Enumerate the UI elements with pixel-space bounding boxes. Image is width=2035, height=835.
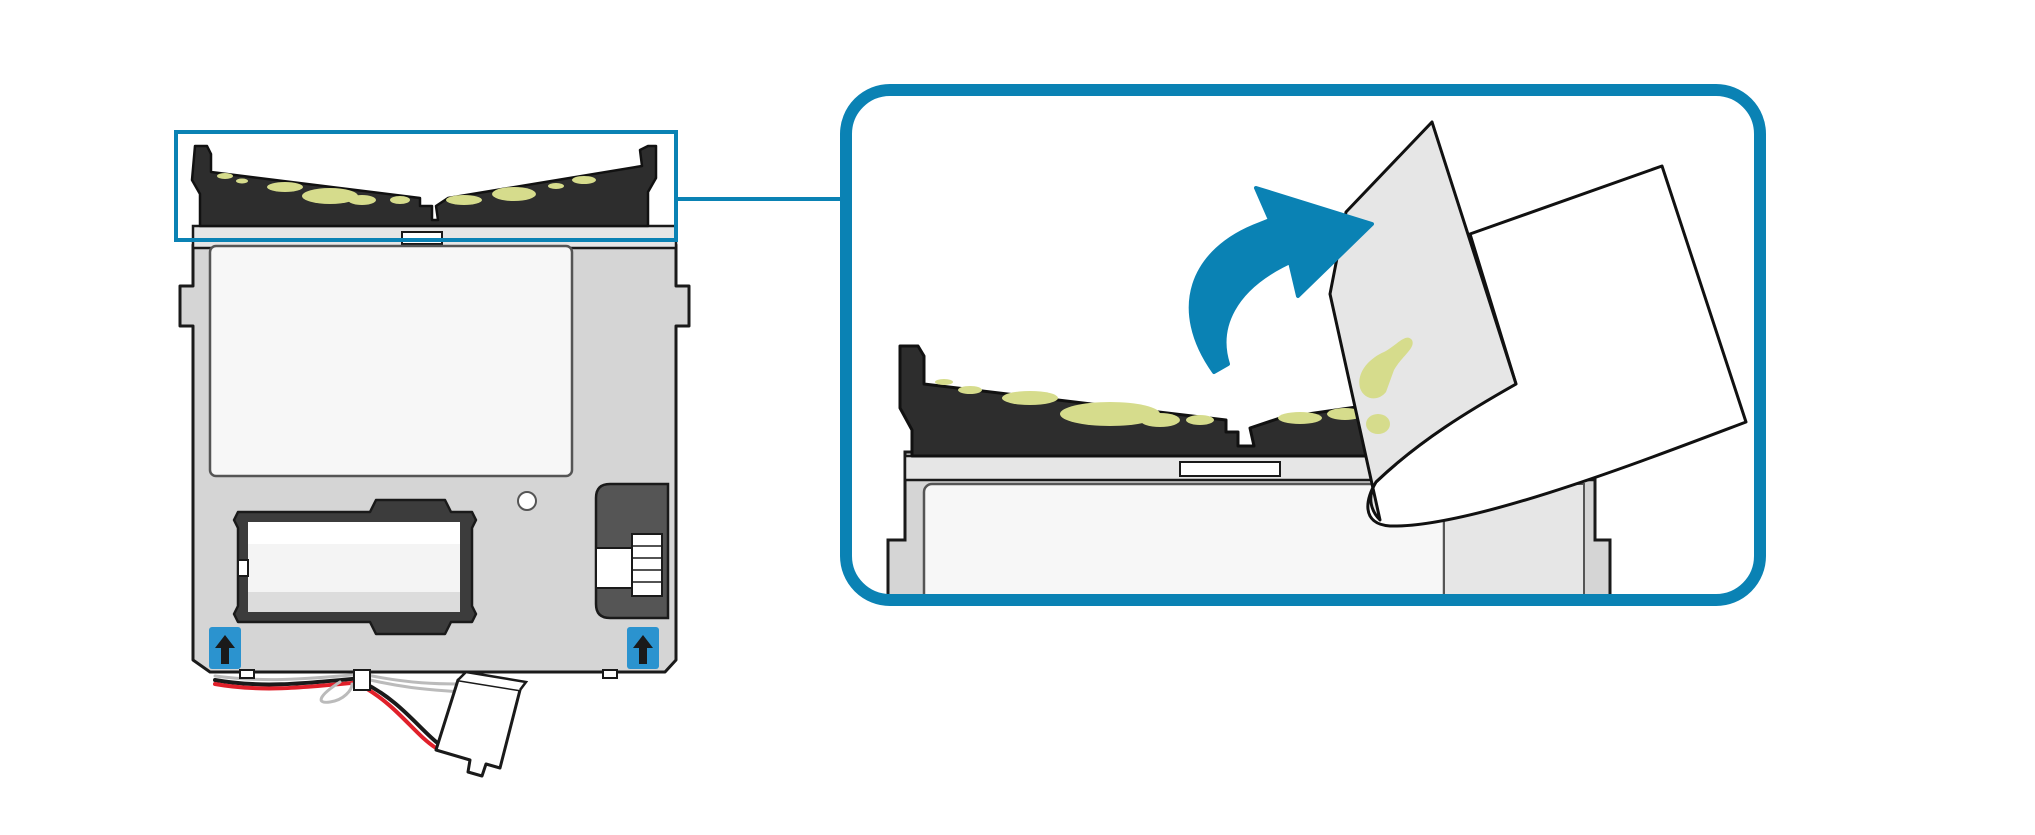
unit-overview	[174, 130, 691, 778]
stain	[1359, 337, 1413, 434]
zoom-detail	[840, 84, 1766, 606]
label-panel	[208, 244, 574, 478]
arrow-up-icon	[215, 635, 235, 664]
stain	[935, 379, 1363, 427]
arrow-up-icon	[633, 635, 653, 664]
cleaning-sheet	[1328, 120, 1748, 528]
zoom-rail-tab	[1179, 461, 1281, 477]
bottom-pin	[602, 669, 618, 679]
wire-connector-plug	[434, 670, 529, 778]
zoom-paper-guide	[898, 344, 1462, 458]
zoom-frame	[840, 84, 1766, 606]
bottom-pin	[239, 669, 255, 679]
stain	[217, 173, 596, 205]
curved-arrow-icon	[1188, 186, 1374, 374]
paper-guide	[190, 144, 658, 228]
screw-hole	[517, 491, 537, 511]
roller-assembly	[232, 498, 478, 636]
arrow-marker-left	[209, 627, 241, 669]
arrow-marker-right	[627, 627, 659, 669]
wire-harness	[213, 669, 462, 750]
highlight-box	[174, 130, 678, 242]
connector-block	[594, 482, 670, 620]
